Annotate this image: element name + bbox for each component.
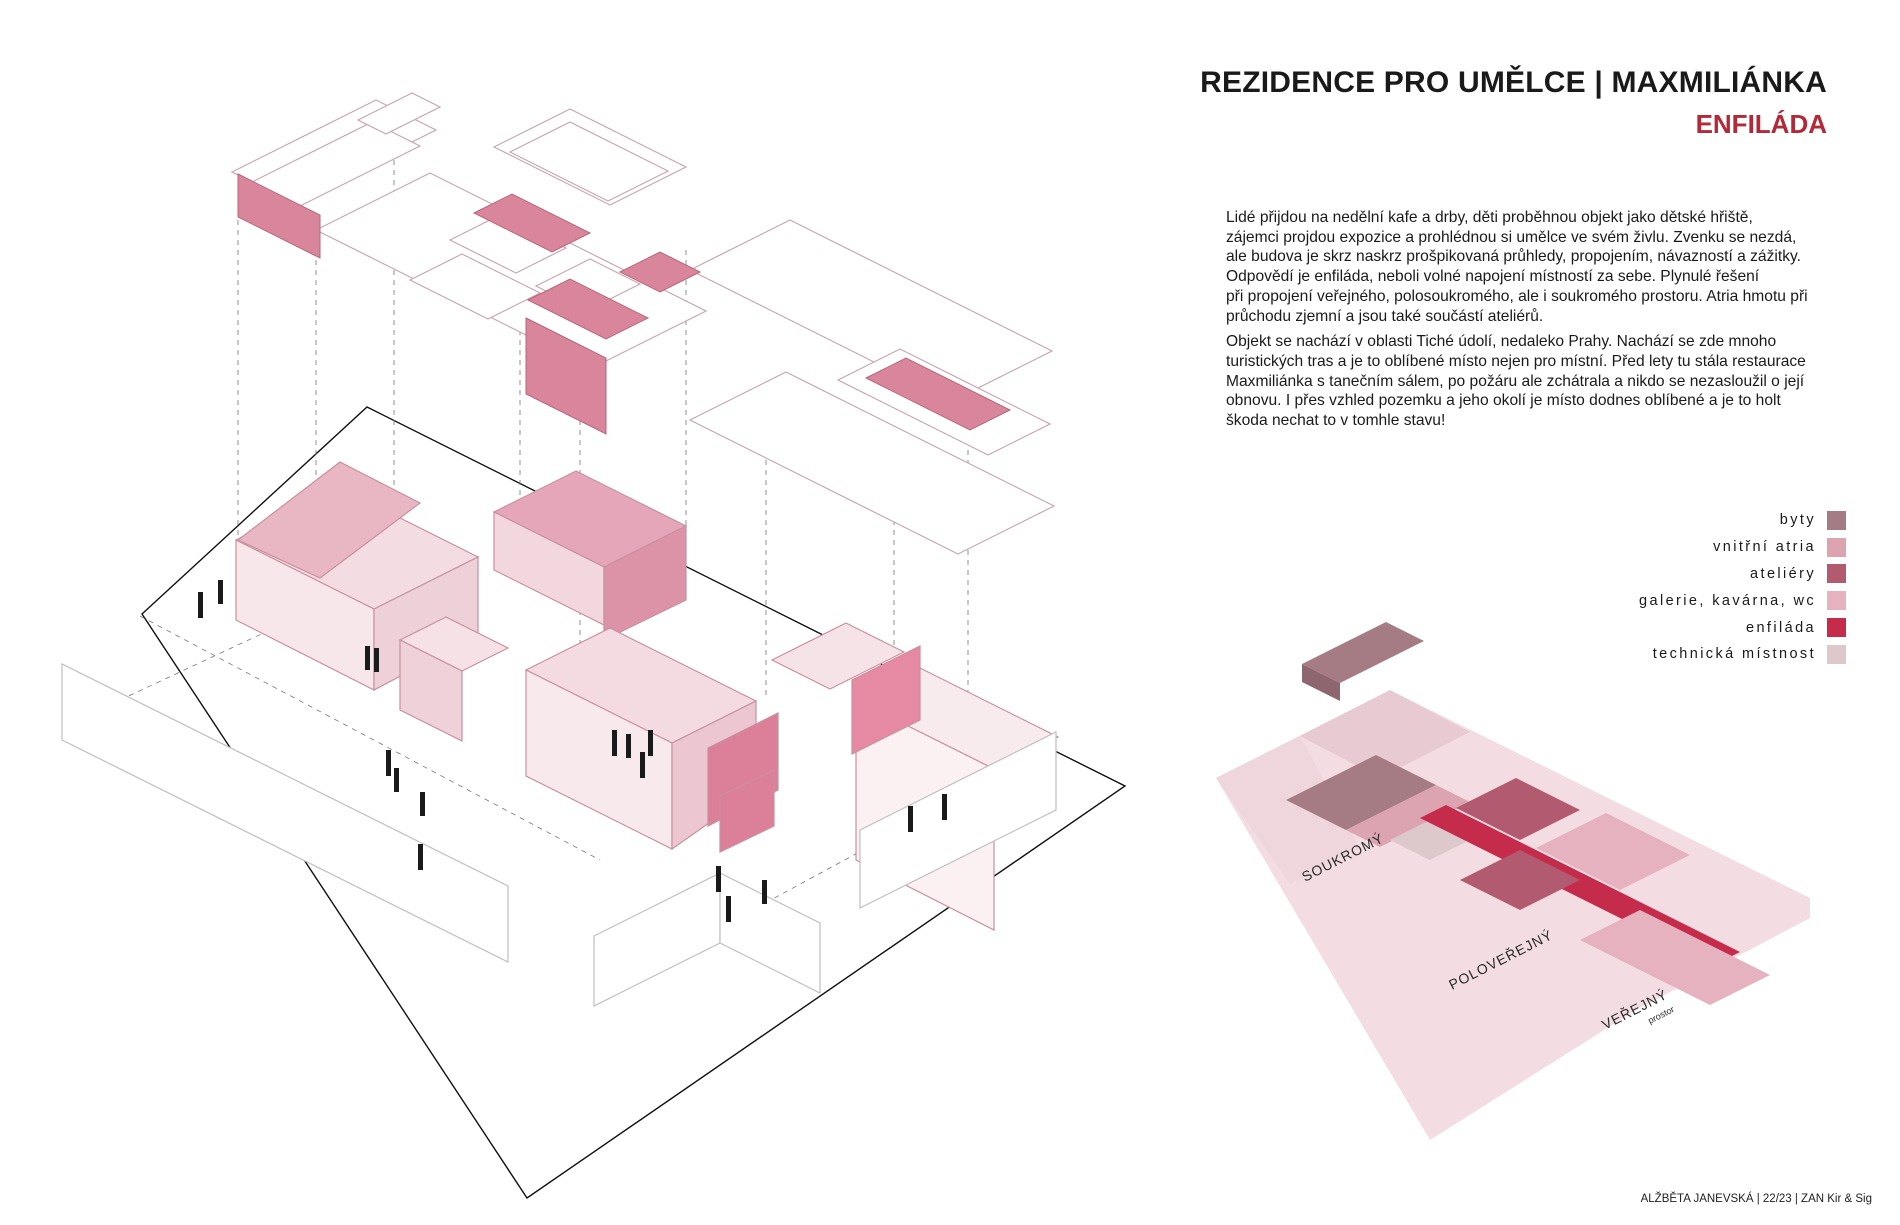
description-line: obnovu. I přes vzhled pozemku a jeho oko… [1226,392,1781,410]
footer-credits: ALŽBĚTA JANEVSKÁ | 22/23 | ZAN Kir & Sig [1640,1193,1872,1205]
perimeter-walls [61,663,1057,1007]
legend-swatch [1827,510,1846,530]
description-line: při propojení veřejného, polosoukromého,… [1226,287,1808,305]
description-line: průchodu zjemní a jsou také součástí ate… [1226,307,1544,325]
legend-item-ateliery: ateliéry [1560,561,1846,588]
description-line: Lidé přijdou na nedělní kafe a drby, dět… [1226,209,1753,226]
legend-item-technicka: technická místnost [1560,641,1846,668]
zone-ateliery [1456,778,1580,840]
legend-swatch [1827,618,1846,638]
site-outline [141,406,1127,1199]
legend-swatch [1827,591,1846,611]
zone-byty-lower [1286,755,1436,830]
page-subtitle: ENFILÁDA [1695,109,1827,139]
zoning-diagram: SOUKROMÝ POLOVEŘEJNÝ VEŘEJNÝ prostor [1216,622,1810,1140]
building-volumes [234,461,1060,931]
description-line: Maxmiliánka s tanečním sálem, po požáru … [1226,372,1805,390]
legend-label: technická místnost [1652,646,1816,663]
description-line: turistických tras a je to oblíbené místo… [1226,352,1806,370]
people [198,580,947,922]
description-line: Objekt se nachází v oblasti Tiché údolí,… [1226,333,1777,351]
description-paragraph-1: Lidé přijdou na nedělní kafe a drby, dět… [1226,208,1826,326]
description-line: škoda nechat to v tomhle stavu! [1226,412,1446,430]
description-line: zájemci projdou expozice a prohlédnou si… [1226,228,1797,246]
zone-atria [1346,785,1470,847]
description: Lidé přijdou na nedělní kafe a drby, dět… [1226,208,1826,437]
page-title: REZIDENCE PRO UMĚLCE | MAXMILIÁNKA [1200,66,1827,99]
description-line: Odpovědí je enfiláda, neboli volné napoj… [1226,268,1760,286]
description-paragraph-2: Objekt se nachází v oblasti Tiché údolí,… [1226,332,1826,431]
roof-accents [237,173,1012,435]
legend-label: ateliéry [1750,565,1816,582]
legend-label: enfiláda [1746,619,1816,636]
legend-swatch [1827,644,1846,664]
zone-galerie [1536,813,1690,890]
legend-label: vnitřní atria [1713,539,1816,556]
description-line: ale budova je skrz naskrz prošpikovaná p… [1226,248,1801,266]
legend-swatch [1827,564,1846,584]
legend-label: galerie, kavárna, wc [1639,592,1816,609]
legend: byty vnitřní atria ateliéry galerie, kav… [1560,507,1846,668]
legend-item-enfilada: enfiláda [1560,614,1846,641]
legend-swatch [1827,537,1846,557]
legend-item-galerie: galerie, kavárna, wc [1560,587,1846,614]
legend-item-byty: byty [1560,507,1846,534]
legend-label: byty [1779,512,1816,529]
zone-byty-upper [1302,622,1424,683]
legend-item-atria: vnitřní atria [1560,534,1846,561]
